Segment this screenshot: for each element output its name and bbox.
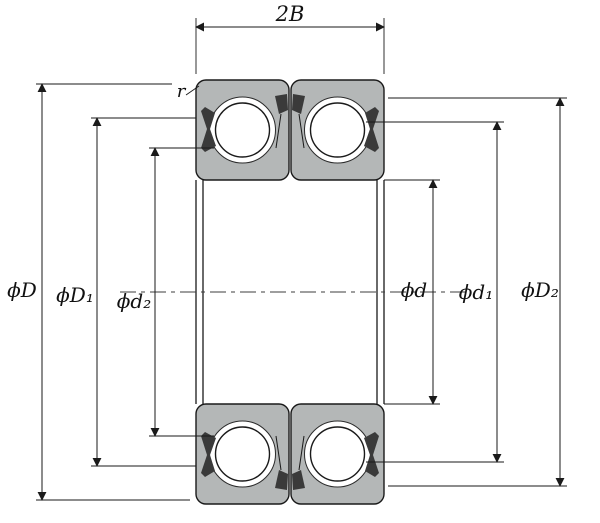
dim-label-phi-d-outer: ϕD xyxy=(7,278,37,302)
dimension-phi-d-bore: ϕd xyxy=(384,179,440,405)
dimension-phi-d1-outer: ϕD₁ xyxy=(56,117,196,467)
bearing-body xyxy=(120,79,465,505)
dimension-phi-d1-bore: ϕd₁ xyxy=(366,121,504,463)
dim-label-phi-d2-outer: ϕD₂ xyxy=(521,278,559,302)
dimension-phi-d2-outer: ϕD₂ xyxy=(388,97,567,487)
leader-line xyxy=(185,85,200,96)
dim-label-phi-d1-outer: ϕD₁ xyxy=(56,283,94,307)
dimension-r: r xyxy=(177,81,200,102)
dimension-2b: 2B xyxy=(195,2,385,74)
dim-label-phi-d2-inner: ϕd₂ xyxy=(117,289,151,313)
dim-label-r: r xyxy=(177,81,187,102)
dim-label-2b: 2B xyxy=(275,2,305,26)
dim-label-phi-d-bore: ϕd xyxy=(401,278,427,302)
dim-label-phi-d1-bore: ϕd₁ xyxy=(459,280,493,304)
dimension-phi-d2-inner: ϕd₂ xyxy=(117,147,214,437)
dimension-phi-d-outer: ϕD xyxy=(7,83,190,501)
